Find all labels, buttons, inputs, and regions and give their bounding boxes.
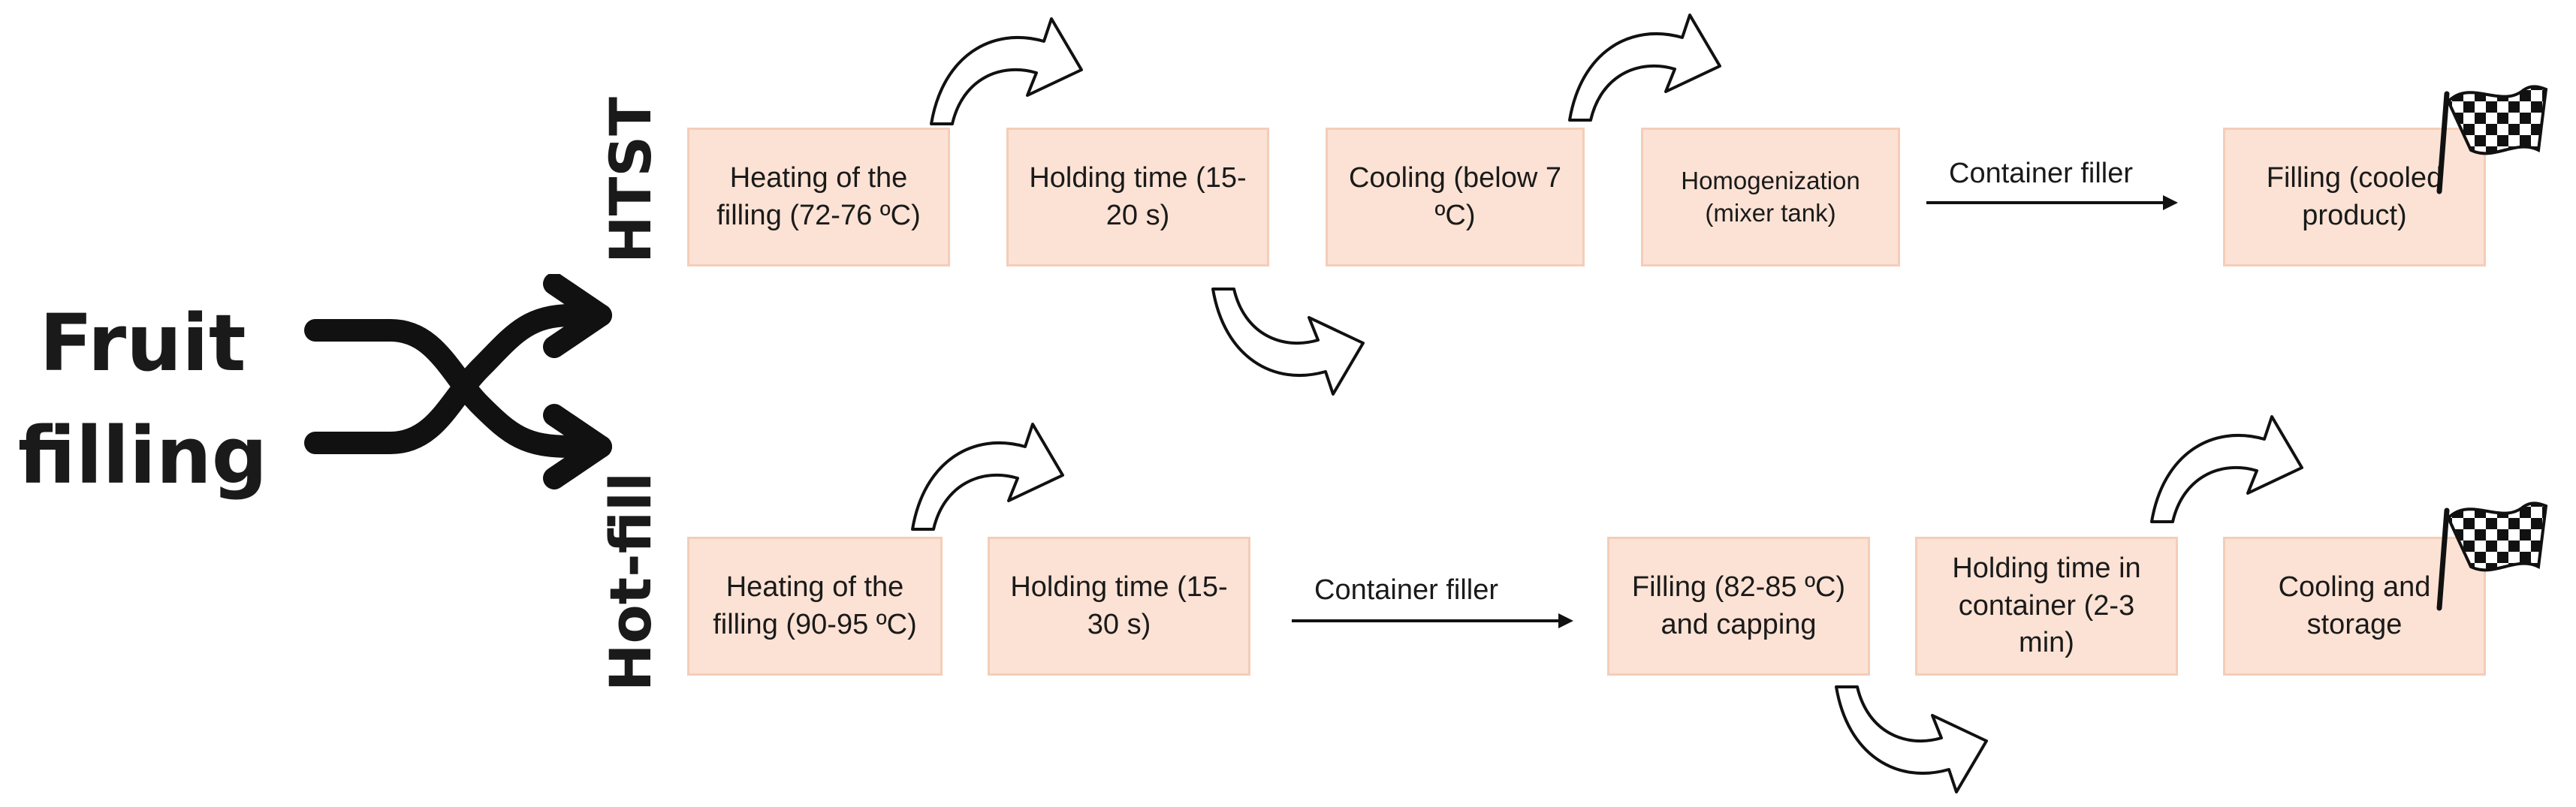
htst-step-holding-text: Holding time (15-20 s) — [1029, 162, 1247, 231]
hotfill-step-holding-text: Holding time (15-30 s) — [1010, 571, 1228, 640]
htst-link-arrow — [1926, 195, 2178, 210]
curved-arrow-icon — [930, 17, 1083, 125]
htst-step-homogenization-text: Homogenization (mixer tank) — [1681, 166, 1860, 227]
hotfill-step-filling-text: Filling (82-85 ºC) and capping — [1631, 571, 1846, 640]
route-label-hotfill: Hot-fill — [597, 471, 664, 692]
htst-step-heating: Heating of the filling (72-76 ºC) — [687, 128, 950, 266]
hotfill-step-heating: Heating of the filling (90-95 ºC) — [687, 537, 943, 676]
hotfill-step-filling: Filling (82-85 ºC) and capping — [1607, 537, 1870, 676]
hotfill-step-cooling-text: Cooling and storage — [2278, 571, 2431, 640]
title-line-2: filling — [17, 410, 268, 501]
title-line-1: Fruit — [39, 297, 246, 389]
hotfill-link-arrow — [1292, 613, 1573, 628]
htst-link-label: Container filler — [1949, 158, 2133, 189]
curved-arrow-icon — [1835, 685, 1988, 793]
hotfill-step-holding-container: Holding time in container (2-3 min) — [1915, 537, 2178, 676]
htst-step-cooling: Cooling (below 7 ºC) — [1326, 128, 1585, 266]
htst-step-cooling-text: Cooling (below 7 ºC) — [1348, 162, 1562, 231]
checkered-flag-icon — [2433, 79, 2561, 206]
hotfill-step-holding: Holding time (15-30 s) — [988, 537, 1250, 676]
htst-step-heating-text: Heating of the filling (72-76 ºC) — [716, 162, 921, 231]
htst-step-holding: Holding time (15-20 s) — [1006, 128, 1269, 266]
hotfill-step-holding-container-text: Holding time in container (2-3 min) — [1952, 553, 2141, 659]
route-label-htst: HTST — [597, 96, 664, 264]
curved-arrow-icon — [1568, 14, 1721, 122]
checkered-flag-icon — [2433, 495, 2561, 623]
hotfill-step-heating-text: Heating of the filling (90-95 ºC) — [713, 571, 917, 640]
split-arrows-icon — [304, 274, 612, 489]
curved-arrow-icon — [1211, 288, 1365, 396]
hotfill-link-label: Container filler — [1314, 574, 1498, 606]
curved-arrow-icon — [911, 423, 1064, 531]
htst-step-filling-text: Filling (cooled product) — [2266, 162, 2443, 231]
htst-step-homogenization: Homogenization (mixer tank) — [1641, 128, 1900, 266]
curved-arrow-icon — [2150, 415, 2303, 523]
